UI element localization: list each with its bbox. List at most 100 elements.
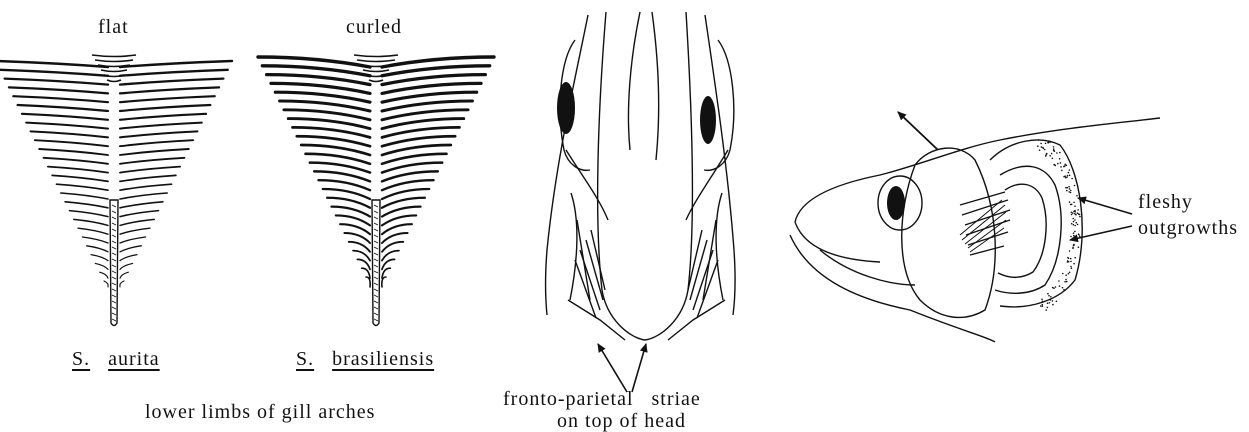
stipple-dot <box>1049 302 1051 304</box>
gill-raker <box>87 246 108 252</box>
stipple-dot <box>1048 295 1050 297</box>
gill-raker <box>120 246 141 252</box>
stipple-dot <box>1059 285 1061 287</box>
gill-raker <box>5 79 108 85</box>
stipple-dot <box>1067 261 1069 263</box>
stipple-dot <box>1055 286 1057 288</box>
stipple-dot <box>1079 214 1081 216</box>
stipple-dot <box>1063 289 1065 291</box>
stipple-dot <box>1047 142 1049 144</box>
stipple-dot <box>1046 153 1048 155</box>
stipple-dot <box>1069 188 1071 190</box>
gill-raker <box>120 193 167 199</box>
gill-raker <box>95 263 108 269</box>
gill-raker <box>120 184 172 190</box>
species-left: S. aurita <box>72 349 160 369</box>
head-top-drawing <box>546 12 736 340</box>
stipple-dot <box>1064 164 1066 166</box>
stipple-dot <box>1068 186 1070 188</box>
stipple-dot <box>1077 224 1079 226</box>
stipple-dot <box>1065 274 1067 276</box>
gill-raker <box>61 193 108 199</box>
gill-raker <box>382 277 386 287</box>
stipple-dot <box>1062 273 1064 275</box>
gill-raker <box>120 272 128 278</box>
stipple-dot <box>1076 195 1078 197</box>
stipple-dot <box>1042 301 1044 303</box>
outgrowth-arrow-lower <box>1070 226 1132 240</box>
gill-raker <box>120 61 232 67</box>
stipple-dot <box>1058 280 1060 282</box>
gill-stem <box>110 200 118 326</box>
stipple-dot <box>1069 201 1071 203</box>
gill-raker-small <box>360 65 392 67</box>
stipple-dot <box>1071 212 1073 214</box>
stipple-dot <box>1053 164 1055 166</box>
stipple-dot <box>1073 211 1075 213</box>
flat-label: flat <box>98 17 129 37</box>
stipple-dot <box>1074 231 1076 233</box>
gill-raker <box>349 242 370 252</box>
stipple-dot <box>1047 302 1049 304</box>
stipple-dot <box>1064 281 1066 283</box>
gill-raker-small <box>107 80 121 82</box>
stipple-dot <box>1071 204 1073 206</box>
gill-raker-small <box>104 75 124 77</box>
gill-raker <box>366 277 370 287</box>
stipple-dot <box>1051 153 1053 155</box>
gill-raker <box>120 158 184 164</box>
stipple-dot <box>1076 222 1078 224</box>
stipple-dot <box>1041 299 1043 301</box>
outgrowth-label-line2: outgrowths <box>1138 218 1238 238</box>
stipple-dot <box>1077 209 1079 211</box>
gill-raker-small <box>92 55 136 57</box>
gill-raker-small <box>366 75 386 77</box>
stipple-dot <box>1073 263 1075 265</box>
gill-raker <box>31 131 108 137</box>
stipple-dot <box>1045 309 1047 311</box>
gill-raker <box>120 281 124 287</box>
stipple-dot <box>1040 305 1042 307</box>
gill-raker <box>120 228 150 234</box>
gill-raker <box>13 96 108 102</box>
stipple-dot <box>1049 141 1051 143</box>
gill-raker <box>120 87 219 93</box>
left-eye-icon <box>557 82 575 134</box>
stipple-dot <box>1069 272 1071 274</box>
stipple-dot <box>1069 250 1071 252</box>
stipple-dot <box>1074 225 1076 227</box>
stipple-dot <box>1043 148 1045 150</box>
gill-raker <box>382 242 403 252</box>
gill-raker <box>74 219 108 225</box>
gill-raker <box>52 175 108 181</box>
gill-raker <box>120 255 137 261</box>
gill-stem <box>372 200 380 326</box>
stipple-dot <box>1072 212 1074 214</box>
stipple-dot <box>1059 152 1061 154</box>
stipple-dot <box>1070 258 1072 260</box>
stipple-dot <box>1050 299 1052 301</box>
stipple-dot <box>1072 218 1074 220</box>
stipple-dot <box>1073 235 1075 237</box>
gill-raker-small <box>98 65 130 67</box>
gill-raker <box>120 202 163 208</box>
gill-arch-flat-drawing <box>0 55 232 326</box>
gill-raker <box>9 87 108 93</box>
gill-raker <box>120 70 228 76</box>
gill-raker <box>120 140 193 146</box>
gill-raker <box>18 105 108 111</box>
stipple-dot <box>1053 146 1055 148</box>
stipple-dot <box>1056 301 1058 303</box>
gill-raker-small <box>357 60 395 62</box>
gill-raker <box>39 149 108 155</box>
gill-raker <box>120 237 146 243</box>
gill-raker-small <box>363 70 389 72</box>
stipple-dot <box>1068 172 1070 174</box>
fish-eye-icon <box>887 186 905 220</box>
gill-raker <box>35 140 108 146</box>
gill-caption: lower limbs of gill arches <box>145 402 375 422</box>
stipple-dot <box>1067 187 1069 189</box>
stipple-dot <box>1049 155 1051 157</box>
lift-arrow-icon <box>898 112 938 150</box>
